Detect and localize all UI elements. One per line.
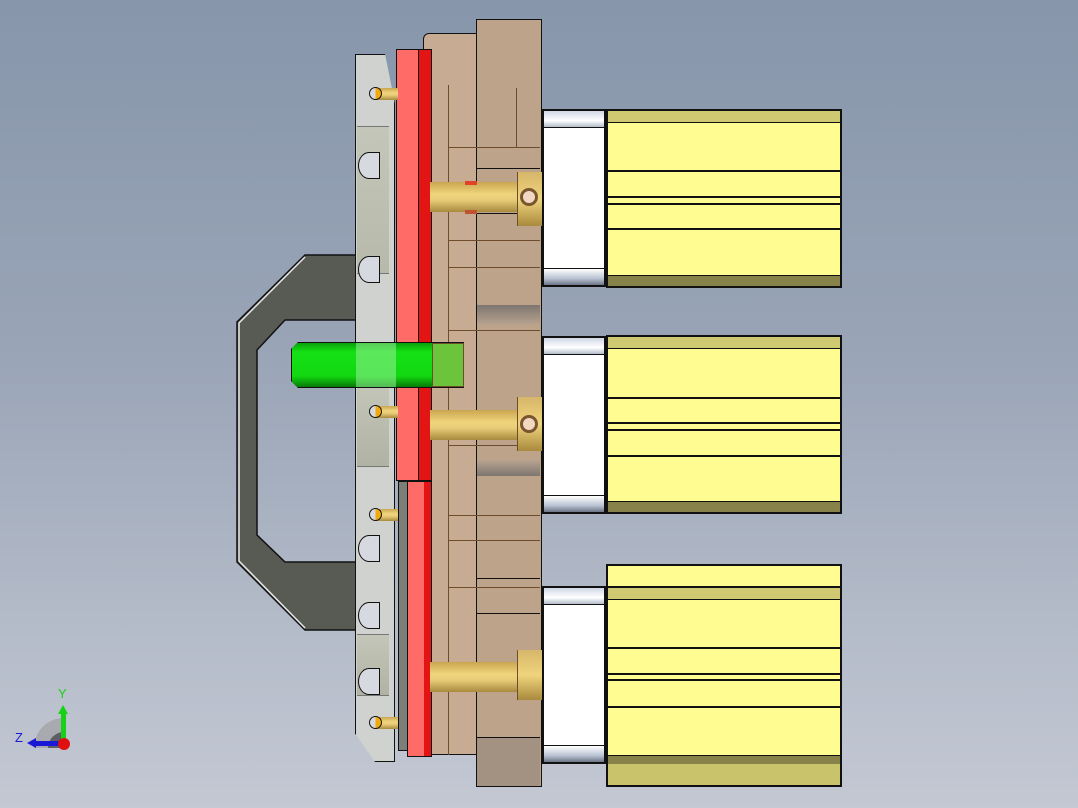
grey-shim-plate <box>398 481 408 751</box>
edge-line <box>448 515 540 516</box>
ejector-rod-2[interactable] <box>430 410 522 440</box>
y-axis-arrowhead <box>58 705 68 714</box>
guide-block <box>357 126 389 274</box>
y-axis-arrow <box>61 712 66 744</box>
pocket <box>358 602 380 629</box>
red-clip <box>465 210 477 214</box>
edge-line <box>448 267 540 268</box>
motor-collar-2 <box>542 336 606 514</box>
z-axis-arrowhead <box>27 738 36 748</box>
motor-2[interactable] <box>606 335 842 514</box>
pocket <box>358 152 380 179</box>
edge-line <box>516 88 517 148</box>
plate-shaded-bottom <box>477 737 540 786</box>
y-axis-label: Y <box>58 686 67 701</box>
motor-1[interactable] <box>606 109 842 288</box>
guide-pin-head <box>369 405 382 418</box>
red-plate-edge <box>424 482 431 756</box>
edge-line <box>448 540 540 541</box>
green-pin-translucent <box>432 343 464 387</box>
edge-line <box>448 330 540 331</box>
pocket <box>358 535 380 562</box>
guide-pin-head <box>369 508 382 521</box>
motor-3[interactable] <box>606 564 842 787</box>
edge-line <box>477 168 540 169</box>
edge-line <box>477 213 540 214</box>
ejector-rod-1[interactable] <box>430 182 522 212</box>
rod-nut-3 <box>517 650 542 700</box>
red-clip <box>465 181 477 185</box>
rod-nut-hole <box>520 415 538 433</box>
rod-nut-hole <box>520 188 538 206</box>
edge-line <box>477 613 540 614</box>
motor-collar-1 <box>542 109 606 287</box>
edge-line <box>448 147 540 148</box>
z-axis-label: Z <box>15 730 23 745</box>
green-pin-translucent <box>356 343 396 387</box>
edge-line <box>448 240 540 241</box>
pocket <box>358 668 380 695</box>
edge-line <box>448 445 540 446</box>
x-axis-origin-dot <box>58 738 70 750</box>
mold-plate-middle[interactable] <box>423 33 478 755</box>
motor-collar-3 <box>542 586 606 764</box>
ejector-rod-3[interactable] <box>430 662 522 692</box>
edge-line <box>448 587 540 588</box>
edge-line <box>477 578 540 579</box>
plate-shaded-band <box>477 305 540 325</box>
guide-pin-head <box>369 716 382 729</box>
plate-shaded-band <box>477 460 540 476</box>
guide-block <box>357 383 389 467</box>
guide-pin-head <box>369 87 382 100</box>
z-axis-arrow <box>34 741 64 746</box>
axis-triad: Y Z <box>14 686 74 756</box>
pocket <box>358 256 380 283</box>
